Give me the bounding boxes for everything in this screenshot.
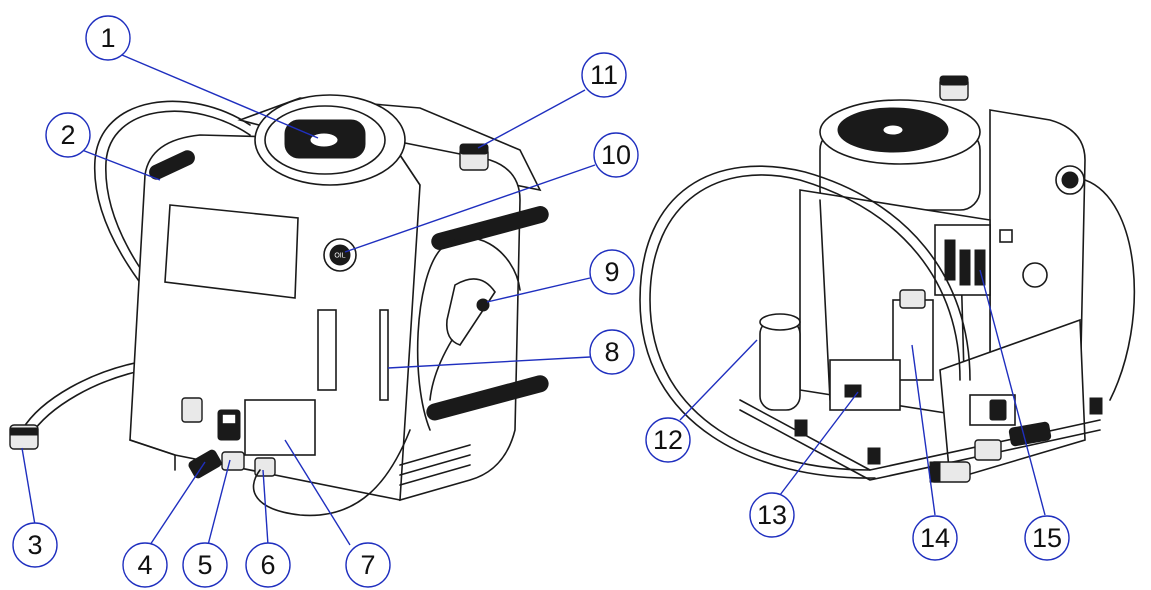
callout-6: 6 bbox=[245, 542, 291, 588]
fan-grille bbox=[284, 119, 366, 159]
svg-text:5: 5 bbox=[197, 550, 212, 580]
leader-lines bbox=[21, 54, 1046, 546]
callout-11: 11 bbox=[581, 52, 627, 98]
callout-10: 10 bbox=[593, 132, 639, 178]
remote-pendant bbox=[429, 278, 496, 401]
callout-3: 3 bbox=[12, 522, 58, 568]
svg-text:9: 9 bbox=[604, 257, 619, 287]
svg-text:2: 2 bbox=[60, 120, 75, 150]
fill-cap bbox=[459, 143, 489, 171]
left-pump-unit: OIL bbox=[9, 94, 549, 517]
terminal-block bbox=[944, 239, 986, 286]
svg-text:7: 7 bbox=[360, 550, 375, 580]
svg-text:1: 1 bbox=[100, 23, 115, 53]
right-hose-couplers bbox=[929, 421, 1052, 483]
filter-canister bbox=[759, 313, 801, 411]
callout-15: 15 bbox=[1024, 515, 1070, 561]
callout-2: 2 bbox=[45, 112, 91, 158]
oil-cap: OIL bbox=[323, 238, 357, 272]
callout-14: 14 bbox=[912, 515, 958, 561]
right-pump-unit bbox=[639, 75, 1136, 483]
svg-text:3: 3 bbox=[27, 530, 42, 560]
callout-1: 1 bbox=[85, 15, 131, 61]
svg-text:15: 15 bbox=[1032, 523, 1062, 553]
callout-8: 8 bbox=[589, 329, 635, 375]
hose-couplers bbox=[181, 397, 276, 479]
svg-text:12: 12 bbox=[653, 425, 683, 455]
svg-text:4: 4 bbox=[137, 550, 152, 580]
svg-text:8: 8 bbox=[604, 337, 619, 367]
callout-5: 5 bbox=[182, 542, 228, 588]
svg-text:6: 6 bbox=[260, 550, 275, 580]
svg-text:10: 10 bbox=[601, 140, 631, 170]
svg-text:11: 11 bbox=[590, 60, 618, 90]
svg-text:14: 14 bbox=[920, 523, 950, 553]
callout-7: 7 bbox=[345, 542, 391, 588]
quick-coupler bbox=[9, 424, 39, 450]
callout-13: 13 bbox=[749, 492, 795, 538]
svg-text:13: 13 bbox=[757, 500, 787, 530]
bottom-vents bbox=[399, 444, 471, 486]
callout-9: 9 bbox=[589, 249, 635, 295]
callout-bubbles: 1 2 3 4 5 6 7 8 9 10 11 12 13 14 15 bbox=[12, 15, 1070, 588]
oil-cap-label: OIL bbox=[334, 253, 345, 260]
callout-12: 12 bbox=[645, 417, 691, 463]
callout-4: 4 bbox=[122, 542, 168, 588]
